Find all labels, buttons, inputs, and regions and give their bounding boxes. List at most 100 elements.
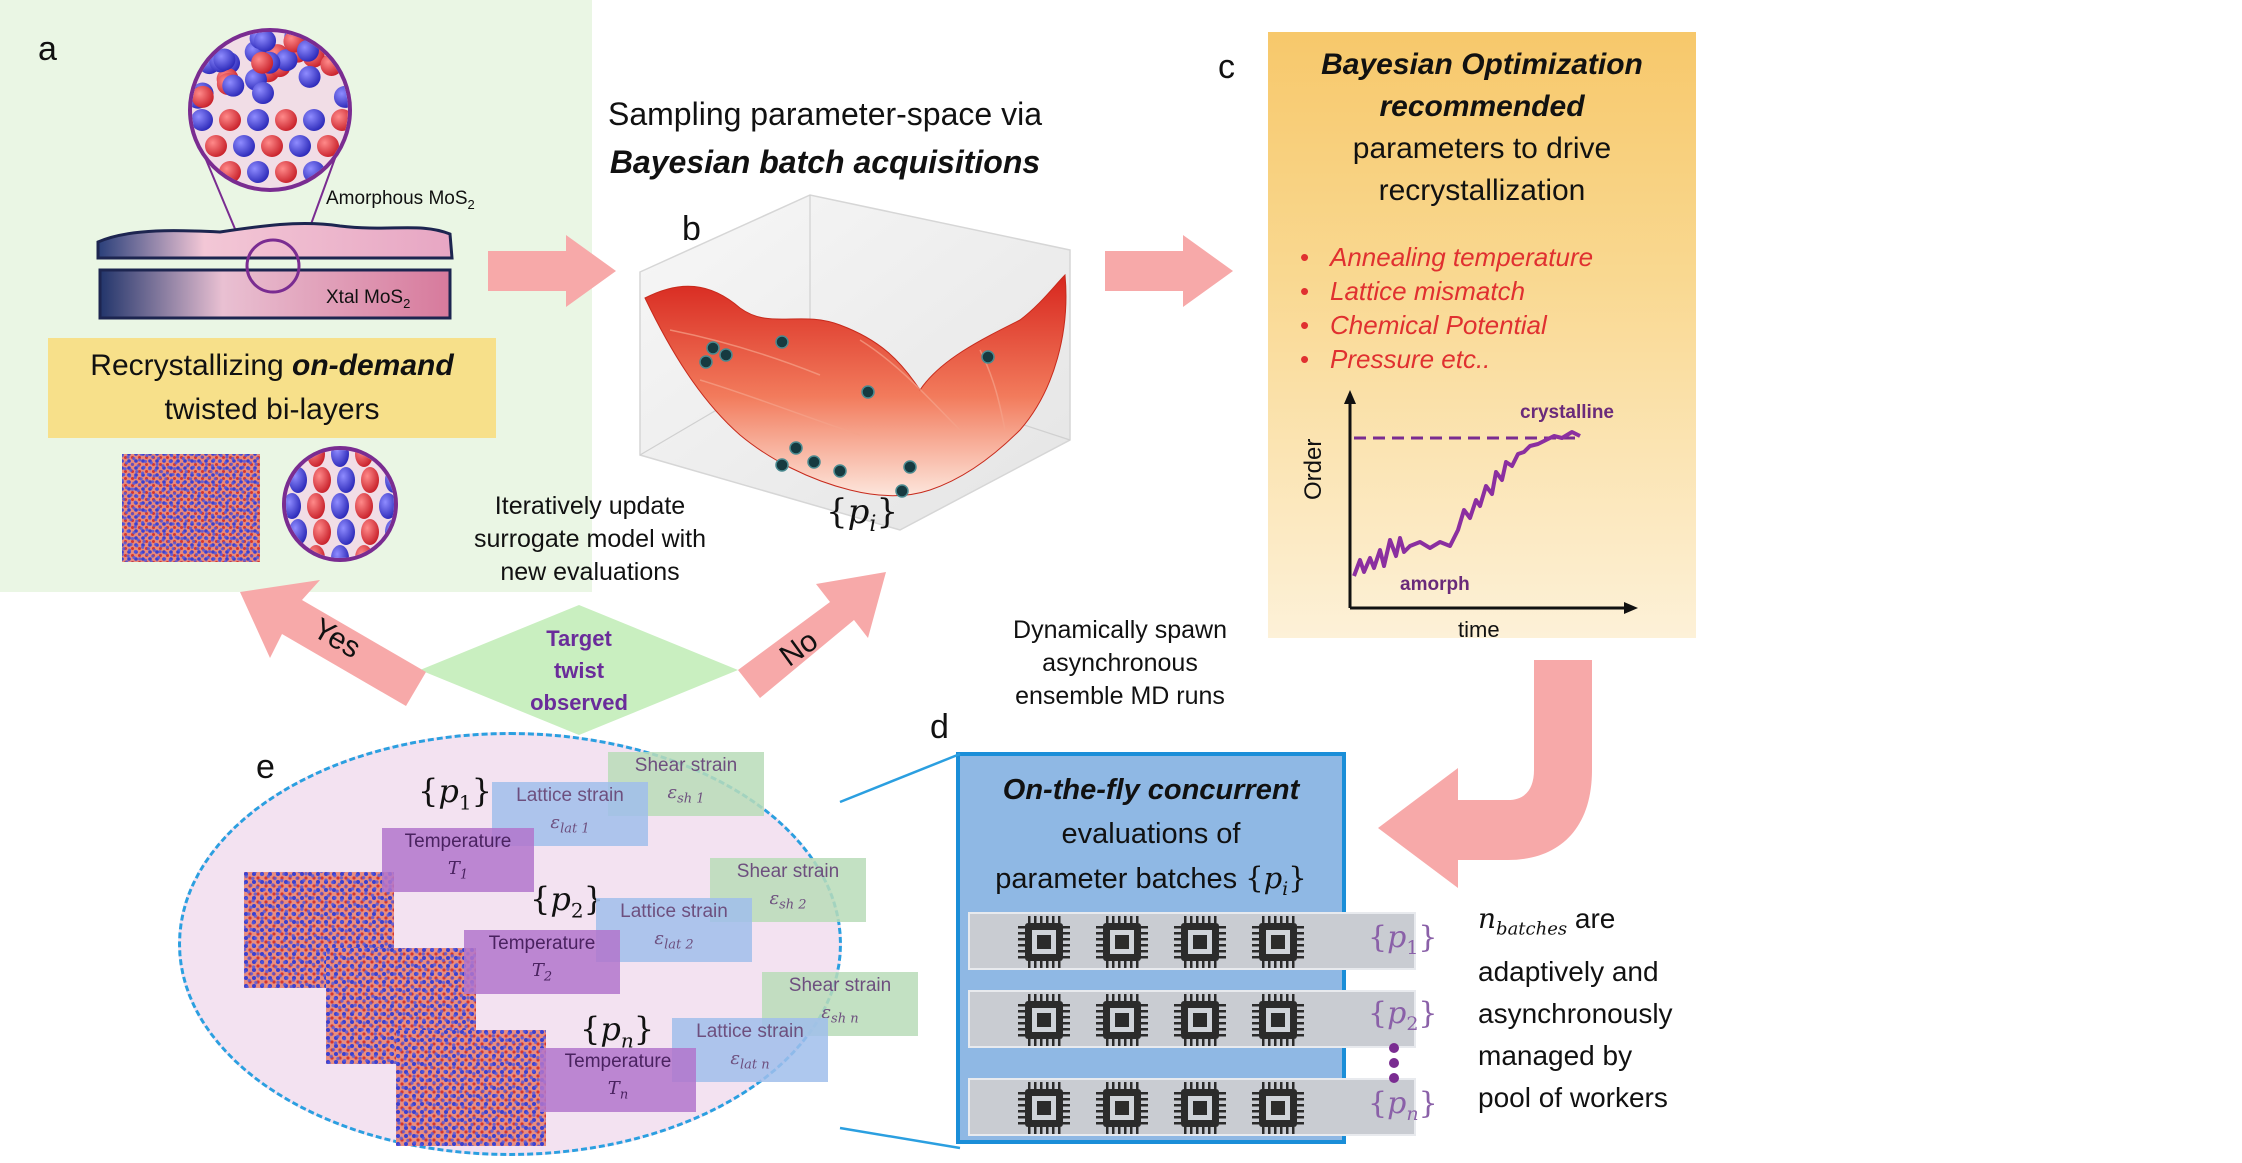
atom-sphere-icon (303, 109, 325, 131)
amorphous-mos2-label: Amorphous MoS2 (326, 188, 475, 212)
panel-c-title: Bayesian Optimization recommended parame… (1321, 48, 1643, 207)
atom-sphere-icon (289, 135, 311, 157)
atom-sphere-icon (205, 135, 227, 157)
arrow-c-to-d (1378, 660, 1592, 888)
worker-row-n (968, 1078, 1416, 1136)
panel-b-letter: b (682, 210, 701, 248)
param-set-label-2: {p2} (530, 880, 604, 923)
cpu-chip-icon (1094, 914, 1150, 975)
atom-sphere-icon (361, 519, 379, 545)
atom-sphere-icon (333, 85, 348, 108)
atom-sphere-icon (219, 109, 241, 131)
cpu-chip-icon (1094, 1080, 1150, 1141)
acquisition-point (981, 350, 995, 364)
acquisition-point (807, 455, 821, 469)
acquisition-point (706, 341, 720, 355)
atom-sphere-icon (337, 467, 355, 493)
arrow-yes (240, 580, 426, 706)
atom-sphere-icon (313, 467, 331, 493)
atom-sphere-icon (379, 493, 394, 519)
atom-sphere-icon (275, 161, 297, 183)
cpu-chip-icon (1016, 914, 1072, 975)
plot-label-amorph: amorph (1400, 574, 1470, 595)
acquisition-point (903, 460, 917, 474)
order-trace (1352, 430, 1581, 577)
lattice-patch-n (396, 1030, 546, 1146)
panel-a-caption: Recrystallizing on-demand twisted bi-lay… (48, 338, 496, 438)
atom-sphere-icon (275, 49, 298, 72)
bullet-chemical: •Chemical Potential (1300, 310, 1547, 340)
atom-sphere-icon (317, 135, 339, 157)
row-label-pn: {pn} (1368, 1086, 1438, 1125)
acquisition-point (775, 335, 789, 349)
atom-sphere-icon (254, 32, 277, 52)
cpu-chip-icon (1016, 1080, 1072, 1141)
cpu-chip-icon (1172, 992, 1228, 1053)
cpu-chip-icon (1172, 914, 1228, 975)
panel-d-title: On-the-fly concurrent evaluations of par… (995, 774, 1307, 900)
atom-sphere-icon (307, 493, 325, 519)
atom-sphere-icon (361, 467, 379, 493)
atom-sphere-icon (252, 82, 275, 105)
worker-row-1 (968, 912, 1416, 970)
panel-e-letter: e (256, 748, 275, 786)
acquisition-point (699, 355, 713, 369)
cpu-chip-icon (1172, 1080, 1228, 1141)
bullet-annealing: •Annealing temperature (1300, 242, 1594, 272)
panel-c-letter: c (1218, 48, 1235, 86)
atom-sphere-icon (286, 493, 301, 519)
panel-b-title: Sampling parameter-space via Bayesian ba… (608, 96, 1042, 180)
batches-note: nbatches are adaptively and asynchronous… (1478, 902, 1673, 1113)
atom-sphere-icon (313, 519, 331, 545)
cpu-chip-icon-group (1016, 992, 1306, 1053)
atom-sphere-icon (289, 467, 307, 493)
atom-sphere-icon (247, 109, 269, 131)
arrow-no (738, 572, 886, 698)
plot-label-crystalline: crystalline (1520, 402, 1614, 423)
arrow-a-to-b (488, 235, 616, 307)
atom-sphere-icon (355, 493, 373, 519)
atom-sphere-icon (345, 135, 348, 157)
atom-sphere-icon (298, 65, 321, 88)
cpu-chip-icon (1094, 992, 1150, 1053)
plot-ylabel: Order (1300, 438, 1327, 500)
atom-sphere-icon (192, 85, 214, 108)
atom-sphere-icon (192, 43, 205, 66)
crystal-layer (98, 268, 452, 320)
param-set-label-1: {p1} (418, 772, 492, 815)
atom-sphere-icon (331, 545, 349, 558)
atom-sphere-icon (192, 46, 203, 69)
atom-sphere-icon (261, 135, 283, 157)
magnifier-focus-circle (245, 238, 301, 294)
xtal-mos2-label: Xtal MoS2 (326, 287, 411, 311)
atom-sphere-icon (331, 493, 349, 519)
atom-sphere-icon (379, 545, 394, 558)
batch-set-label-pi: {pi} (826, 492, 899, 537)
update-surrogate-text: Iteratively update surrogate model with … (473, 492, 707, 586)
acquisition-point (719, 348, 733, 362)
cpu-chip-icon (1016, 992, 1072, 1053)
cpu-chip-icon (1250, 914, 1306, 975)
acquisition-point (895, 484, 909, 498)
atom-sphere-icon (331, 161, 348, 183)
atom-sphere-icon (251, 51, 274, 74)
cpu-chip-icon (1250, 992, 1306, 1053)
atom-sphere-icon (337, 519, 355, 545)
row-label-p1: {p1} (1368, 920, 1438, 959)
acquisition-point (861, 385, 875, 399)
spawn-runs-text: Dynamically spawn asynchronous ensemble … (1013, 616, 1227, 710)
atom-sphere-icon (275, 109, 297, 131)
bullet-lattice: •Lattice mismatch (1300, 276, 1526, 306)
acquisition-surface-plot (639, 194, 1071, 531)
acquisition-point (775, 458, 789, 472)
panel-c-background (1268, 32, 1696, 638)
panel-a-illustration (96, 28, 454, 320)
cpu-chip-icon-group (1016, 914, 1306, 975)
ellipsis-dots-icon (1389, 1043, 1399, 1083)
atom-sphere-icon (192, 109, 213, 131)
plot-xlabel: time (1458, 617, 1500, 642)
